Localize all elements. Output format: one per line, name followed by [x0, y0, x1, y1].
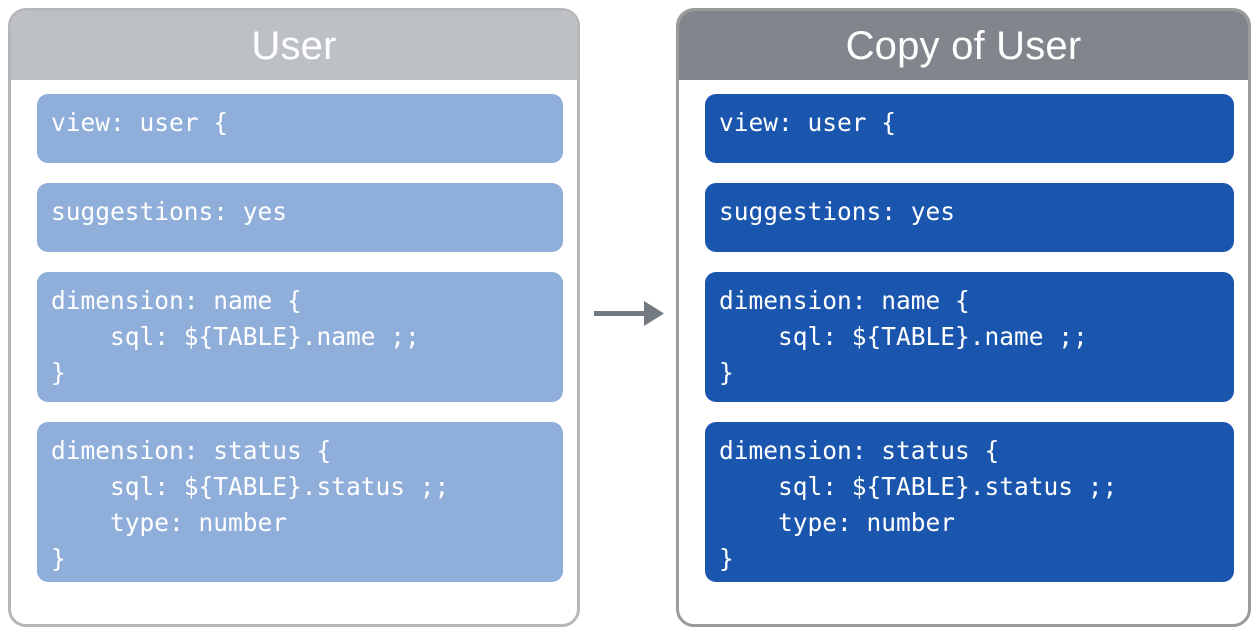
source-card: User view: user { suggestions: yes dimen… [8, 8, 580, 627]
source-suggestions-block: suggestions: yes [37, 183, 563, 252]
copy-suggestions-block: suggestions: yes [705, 183, 1234, 252]
source-card-body: view: user { suggestions: yes dimension:… [11, 80, 577, 596]
source-view-block: view: user { [37, 94, 563, 163]
arrow-right-icon [592, 296, 668, 332]
source-card-title: User [11, 11, 577, 80]
source-dimension-name-block: dimension: name { sql: ${TABLE}.name ;; … [37, 272, 563, 402]
source-dimension-status-block: dimension: status { sql: ${TABLE}.status… [37, 422, 563, 582]
copy-card: Copy of User view: user { suggestions: y… [676, 8, 1251, 627]
copy-view-block: view: user { [705, 94, 1234, 163]
copy-card-title: Copy of User [679, 11, 1248, 80]
copy-dimension-name-block: dimension: name { sql: ${TABLE}.name ;; … [705, 272, 1234, 402]
copy-card-body: view: user { suggestions: yes dimension:… [679, 80, 1248, 596]
copy-dimension-status-block: dimension: status { sql: ${TABLE}.status… [705, 422, 1234, 582]
